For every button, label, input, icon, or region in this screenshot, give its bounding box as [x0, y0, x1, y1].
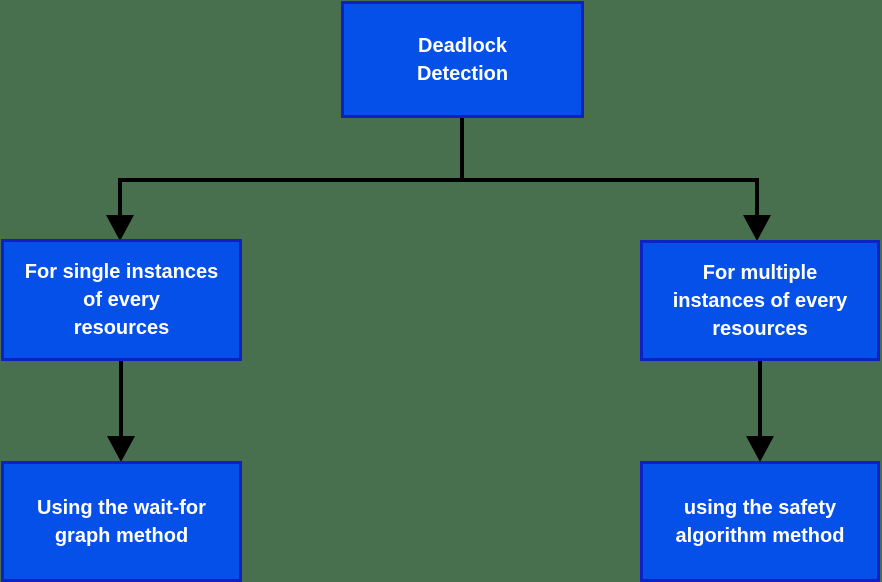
- arrowhead-right-branch: [743, 215, 771, 241]
- node-deadlock-detection: Deadlock Detection: [341, 1, 584, 118]
- connector-branch-bar: [118, 178, 759, 218]
- node-safety-algorithm-label: using the safety algorithm method: [675, 496, 845, 547]
- node-single-instances-label: For single instances of every resources: [24, 261, 219, 339]
- node-multiple-instances: For multiple instances of every resource…: [640, 240, 880, 361]
- node-safety-algorithm: using the safety algorithm method: [640, 461, 880, 582]
- node-deadlock-detection-label: Deadlock Detection: [416, 34, 509, 85]
- node-wait-for-graph: Using the wait-for graph method: [1, 461, 242, 582]
- node-multiple-instances-label: For multiple instances of every resource…: [672, 261, 848, 340]
- arrowhead-left-branch: [106, 215, 134, 241]
- node-wait-for-graph-label: Using the wait-for graph method: [37, 496, 206, 547]
- arrowhead-right-leaf: [746, 436, 774, 462]
- node-single-instances: For single instances of every resources: [1, 239, 242, 361]
- arrowhead-left-leaf: [107, 436, 135, 462]
